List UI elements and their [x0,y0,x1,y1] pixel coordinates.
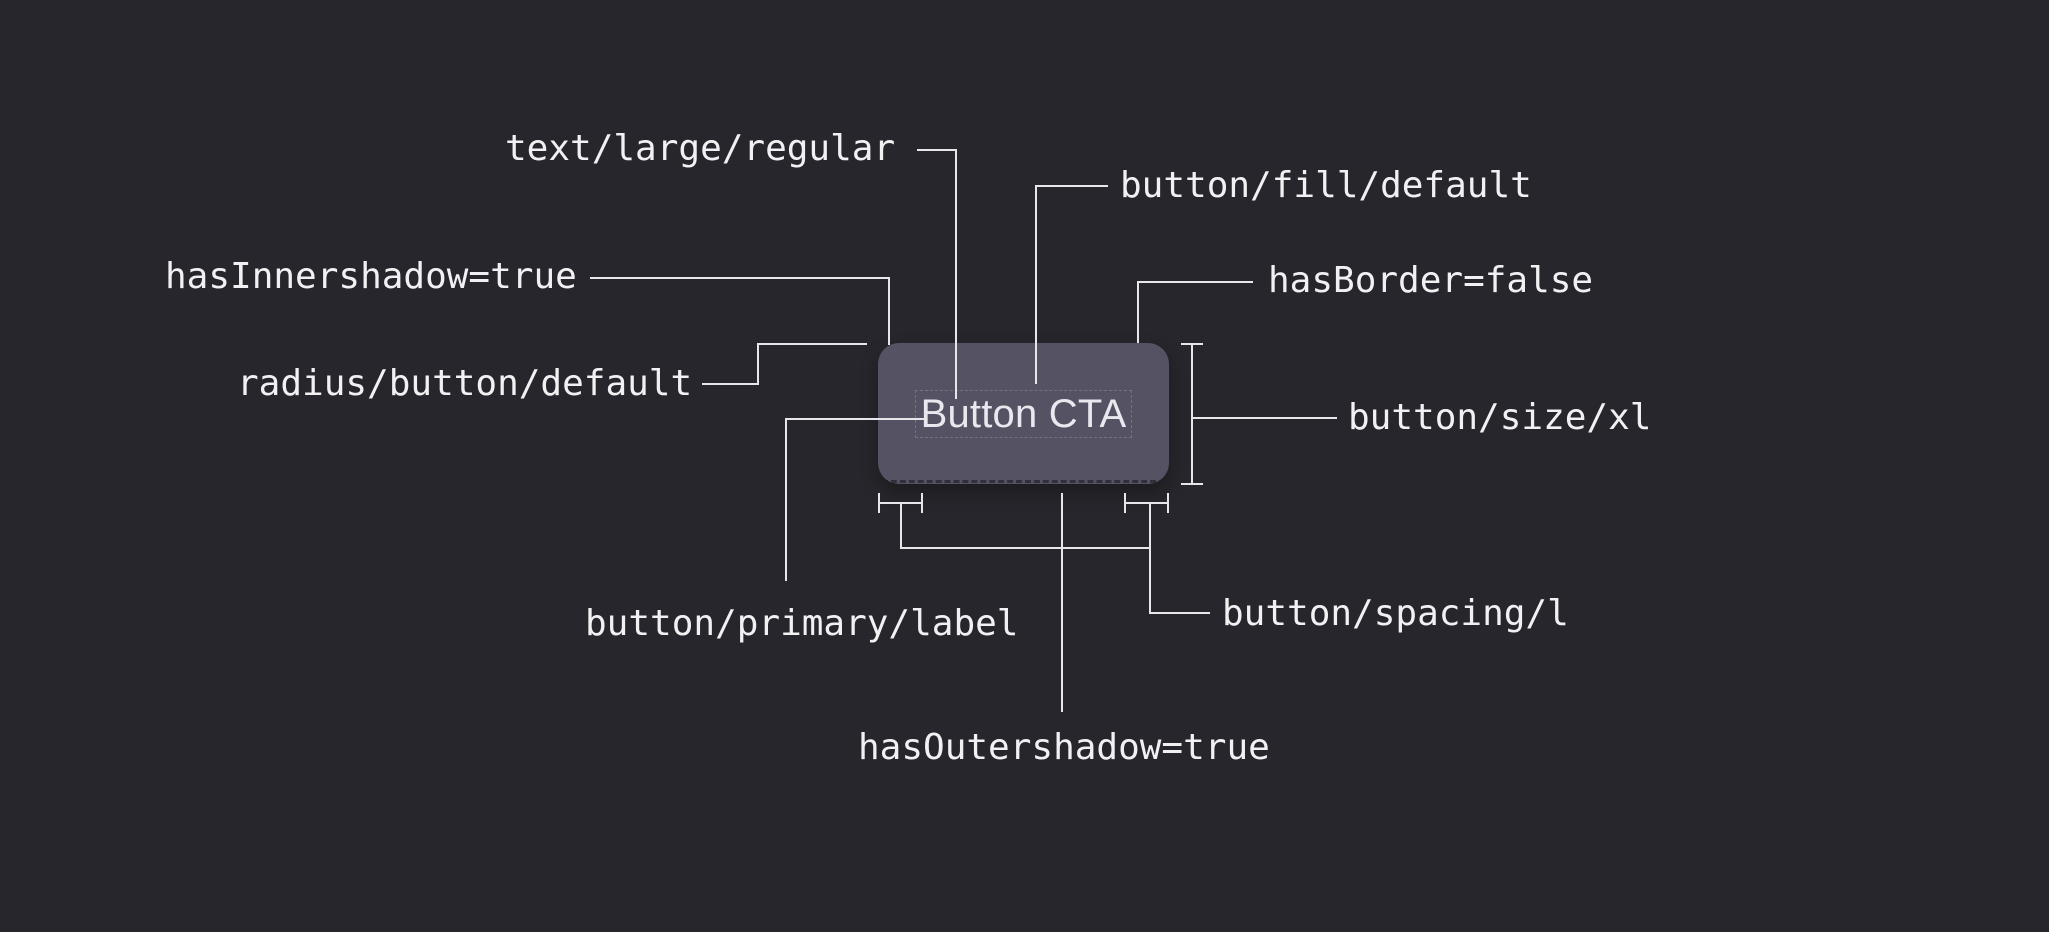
annotation-border: hasBorder=false [1268,260,1594,301]
annotation-text-style: text/large/regular [505,128,896,169]
spacing-measure-left [878,493,923,513]
annotation-radius: radius/button/default [237,363,693,404]
annotation-fill: button/fill/default [1120,165,1532,206]
button-cta[interactable]: Button CTA [878,343,1169,484]
connector-border-line [1137,281,1253,343]
button-cta-label: Button CTA [914,389,1133,438]
annotation-inner-shadow: hasInnershadow=true [165,256,577,297]
annotation-spacing: button/spacing/l [1222,593,1569,634]
connector-inner-shadow-line [590,277,890,345]
size-measure-ibeam [1181,343,1203,485]
connector-spacing-line [900,503,1210,614]
annotation-outer-shadow: hasOutershadow=true [858,727,1270,768]
annotation-primary-label: button/primary/label [585,603,1019,644]
connector-radius-line [702,343,867,385]
spacing-measure-right [1124,493,1169,513]
annotation-size: button/size/xl [1348,397,1652,438]
